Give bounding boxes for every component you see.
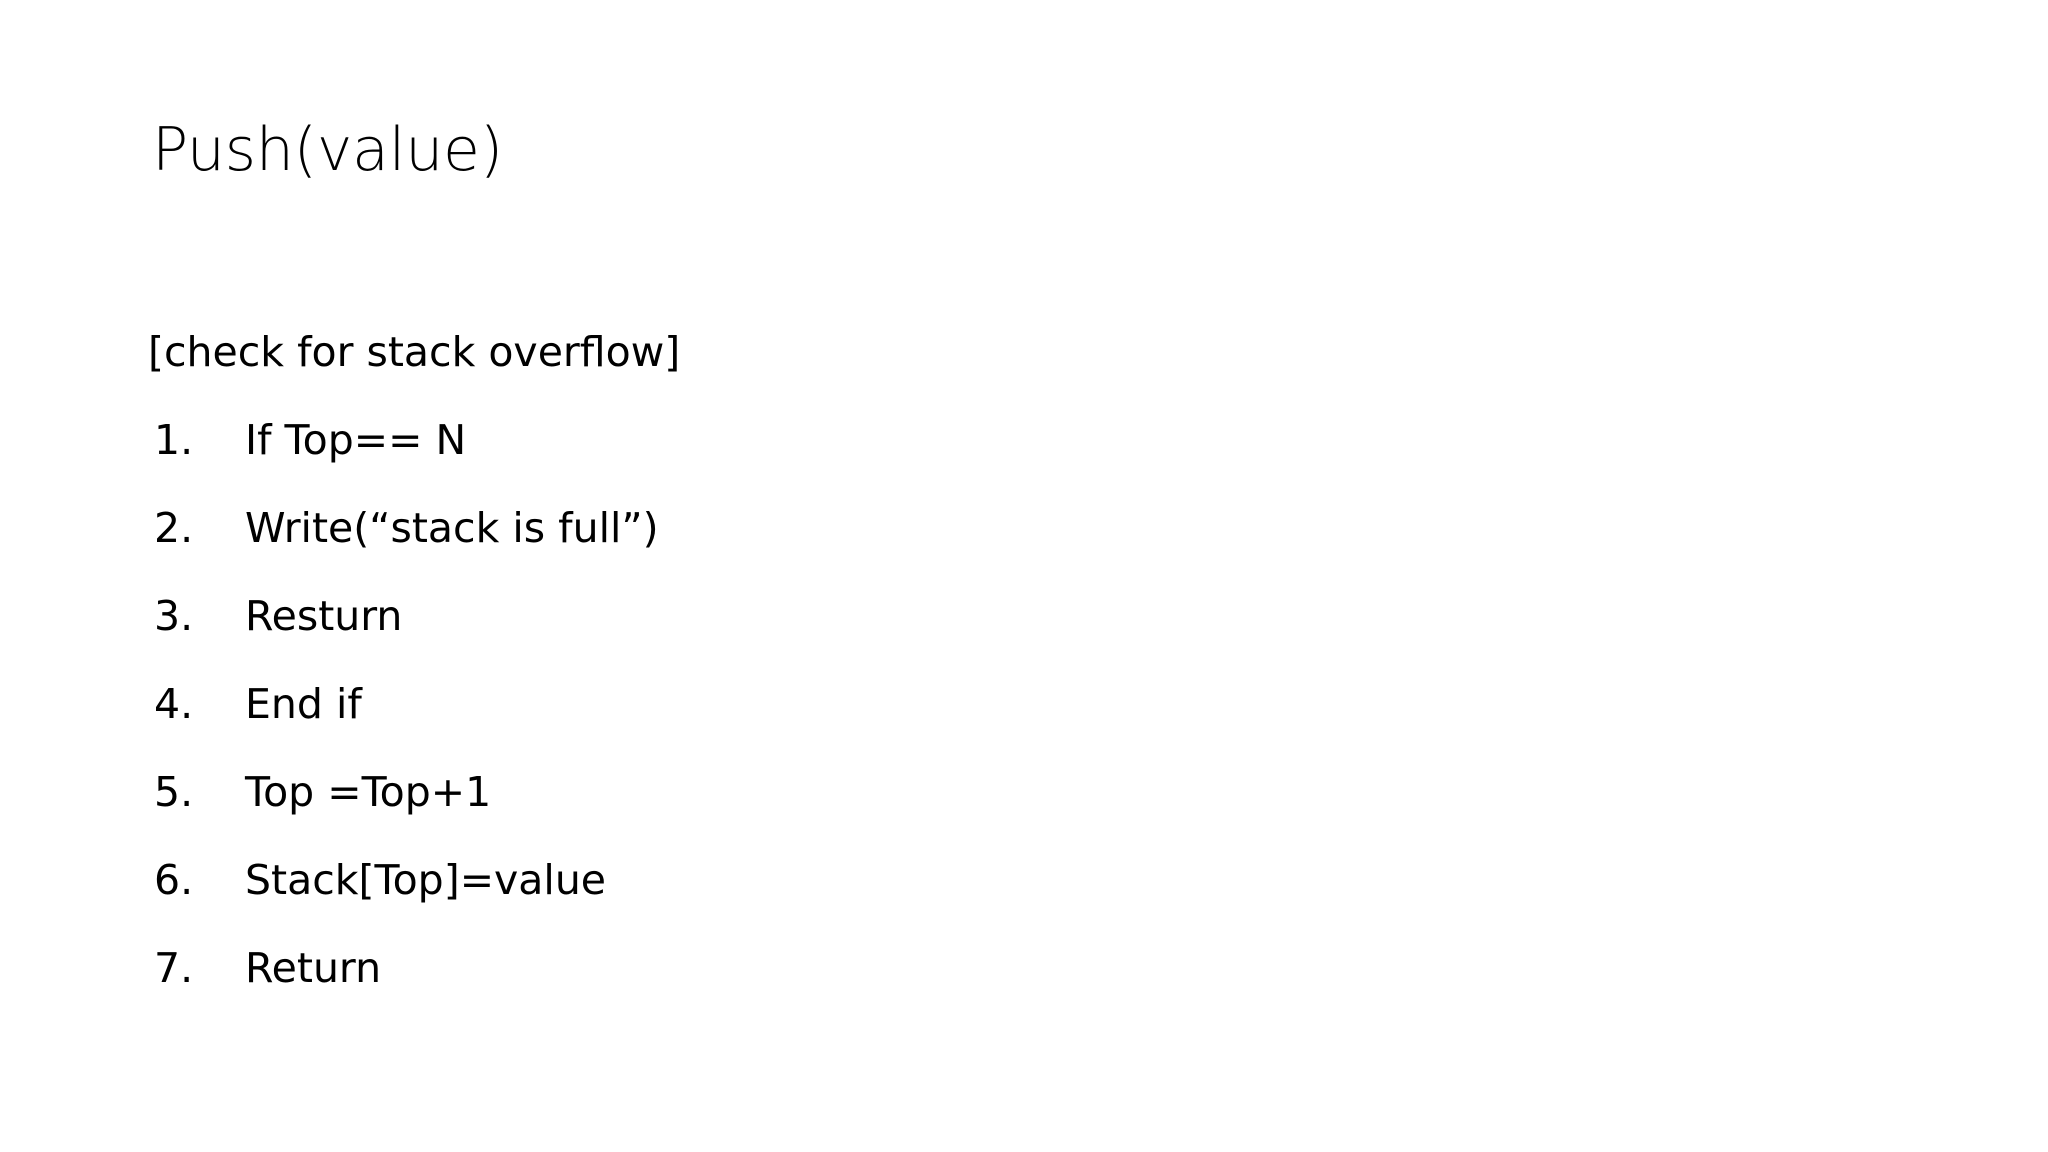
slide-body: [check for stack overflow] 1. If Top== N… — [148, 308, 1928, 1012]
list-item-text: Resturn — [245, 592, 403, 640]
list-item-text: End if — [245, 680, 362, 728]
algorithm-steps-list: 1. If Top== N 2. Write(“stack is full”) … — [148, 396, 1928, 1012]
list-item: 1. If Top== N — [148, 396, 1928, 484]
list-item-number: 6. — [154, 856, 194, 904]
list-item-number: 2. — [154, 504, 194, 552]
list-item-text: Return — [245, 944, 382, 992]
list-item-text: If Top== N — [245, 416, 467, 464]
list-item-number: 1. — [154, 416, 194, 464]
list-item: 4. End if — [148, 660, 1928, 748]
list-item: 2. Write(“stack is full”) — [148, 484, 1928, 572]
list-item: 6. Stack[Top]=value — [148, 836, 1928, 924]
page-title: Push(value) — [152, 115, 503, 185]
list-item-number: 3. — [154, 592, 194, 640]
list-item-text: Write(“stack is full”) — [245, 504, 659, 552]
list-item-text: Top =Top+1 — [245, 768, 492, 816]
list-item: 7. Return — [148, 924, 1928, 1012]
list-item-text: Stack[Top]=value — [245, 856, 607, 904]
list-item: 5. Top =Top+1 — [148, 748, 1928, 836]
list-item-number: 4. — [154, 680, 194, 728]
list-item-number: 5. — [154, 768, 194, 816]
list-item-number: 7. — [154, 944, 194, 992]
intro-line: [check for stack overflow] — [148, 328, 681, 376]
list-item: 3. Resturn — [148, 572, 1928, 660]
